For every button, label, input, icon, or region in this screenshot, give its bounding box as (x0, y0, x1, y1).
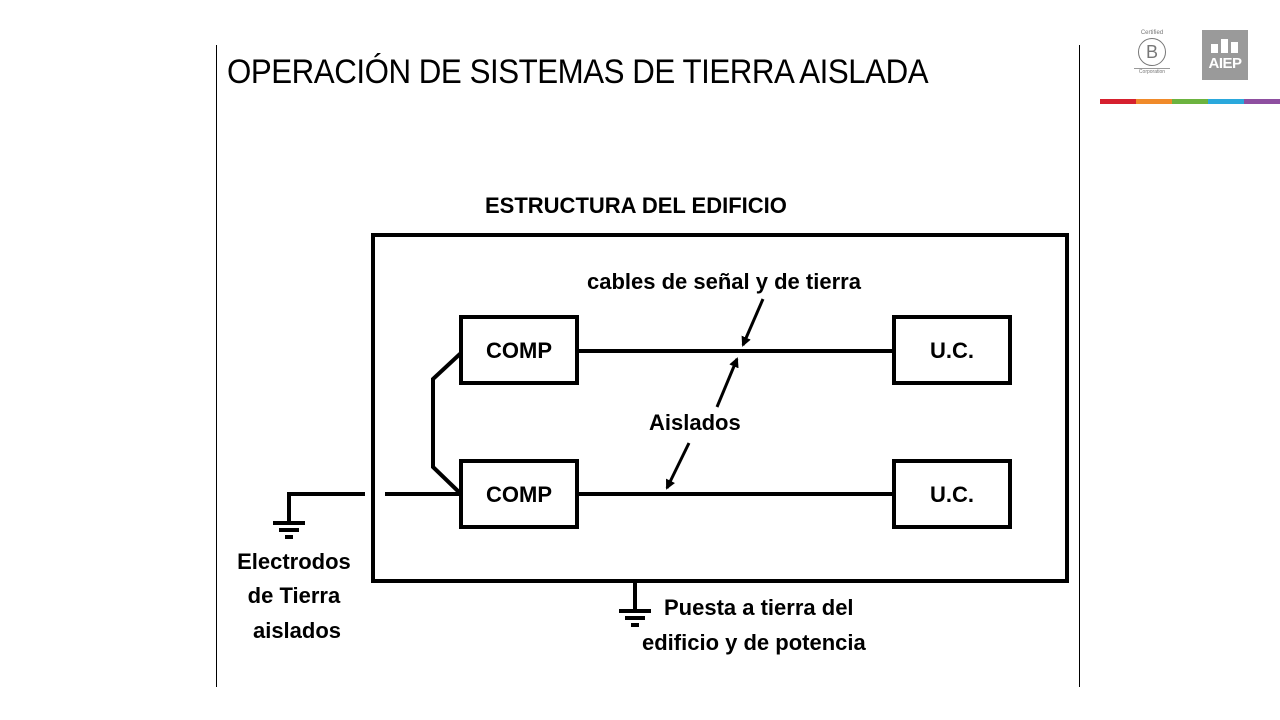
cables-arrow (741, 298, 765, 347)
building-ground-icon (619, 609, 651, 627)
comp-label-bottom: COMP (486, 482, 552, 507)
color-strip-segment (1100, 99, 1136, 104)
electrodes-label: Electrodos de Tierra aislados (237, 549, 357, 643)
uc-label-top: U.C. (930, 338, 974, 363)
bcorp-certified-text: Certified (1140, 30, 1164, 36)
bcorp-corporation-text: Corporation (1134, 68, 1170, 75)
aislados-arrow-down (665, 442, 691, 490)
content-panel: OPERACIÓN DE SISTEMAS DE TIERRA AISLADA … (216, 45, 1080, 687)
slide-title: OPERACIÓN DE SISTEMAS DE TIERRA AISLADA (227, 53, 929, 91)
uc-box-top (892, 315, 1012, 385)
color-strip-segment (1208, 99, 1244, 104)
building-outline (371, 233, 1069, 583)
bcorp-logo: Certified B Corporation (1134, 30, 1170, 82)
comp-interconnect-cable (431, 351, 463, 496)
comp-box-top (459, 315, 579, 385)
color-strip-segment (1244, 99, 1280, 104)
uc-box-bottom (892, 459, 1012, 529)
brand-color-strip (1100, 99, 1280, 104)
aiep-logo: AIEP (1202, 30, 1248, 80)
uc-label-bottom: U.C. (930, 482, 974, 507)
comp-box-bottom (459, 459, 579, 529)
comp-label-top: COMP (486, 338, 552, 363)
aiep-bars-icon (1211, 39, 1239, 53)
building-label: ESTRUCTURA DEL EDIFICIO (485, 193, 787, 218)
bcorp-b-icon: B (1138, 38, 1166, 66)
isolated-electrode-ground-icon (273, 521, 305, 539)
aiep-wordmark: AIEP (1208, 55, 1242, 72)
color-strip-segment (1136, 99, 1172, 104)
building-ground-label: Puesta a tierra del edificio y de potenc… (642, 595, 866, 655)
isolated-ground-wire-outer (287, 492, 365, 523)
grounding-diagram: ESTRUCTURA DEL EDIFICIO COMP COMP U.C. U… (237, 193, 1069, 655)
color-strip-segment (1172, 99, 1208, 104)
aislados-arrow-up (715, 357, 739, 408)
cables-label: cables de señal y de tierra (587, 269, 862, 294)
aislados-label: Aislados (649, 410, 741, 435)
